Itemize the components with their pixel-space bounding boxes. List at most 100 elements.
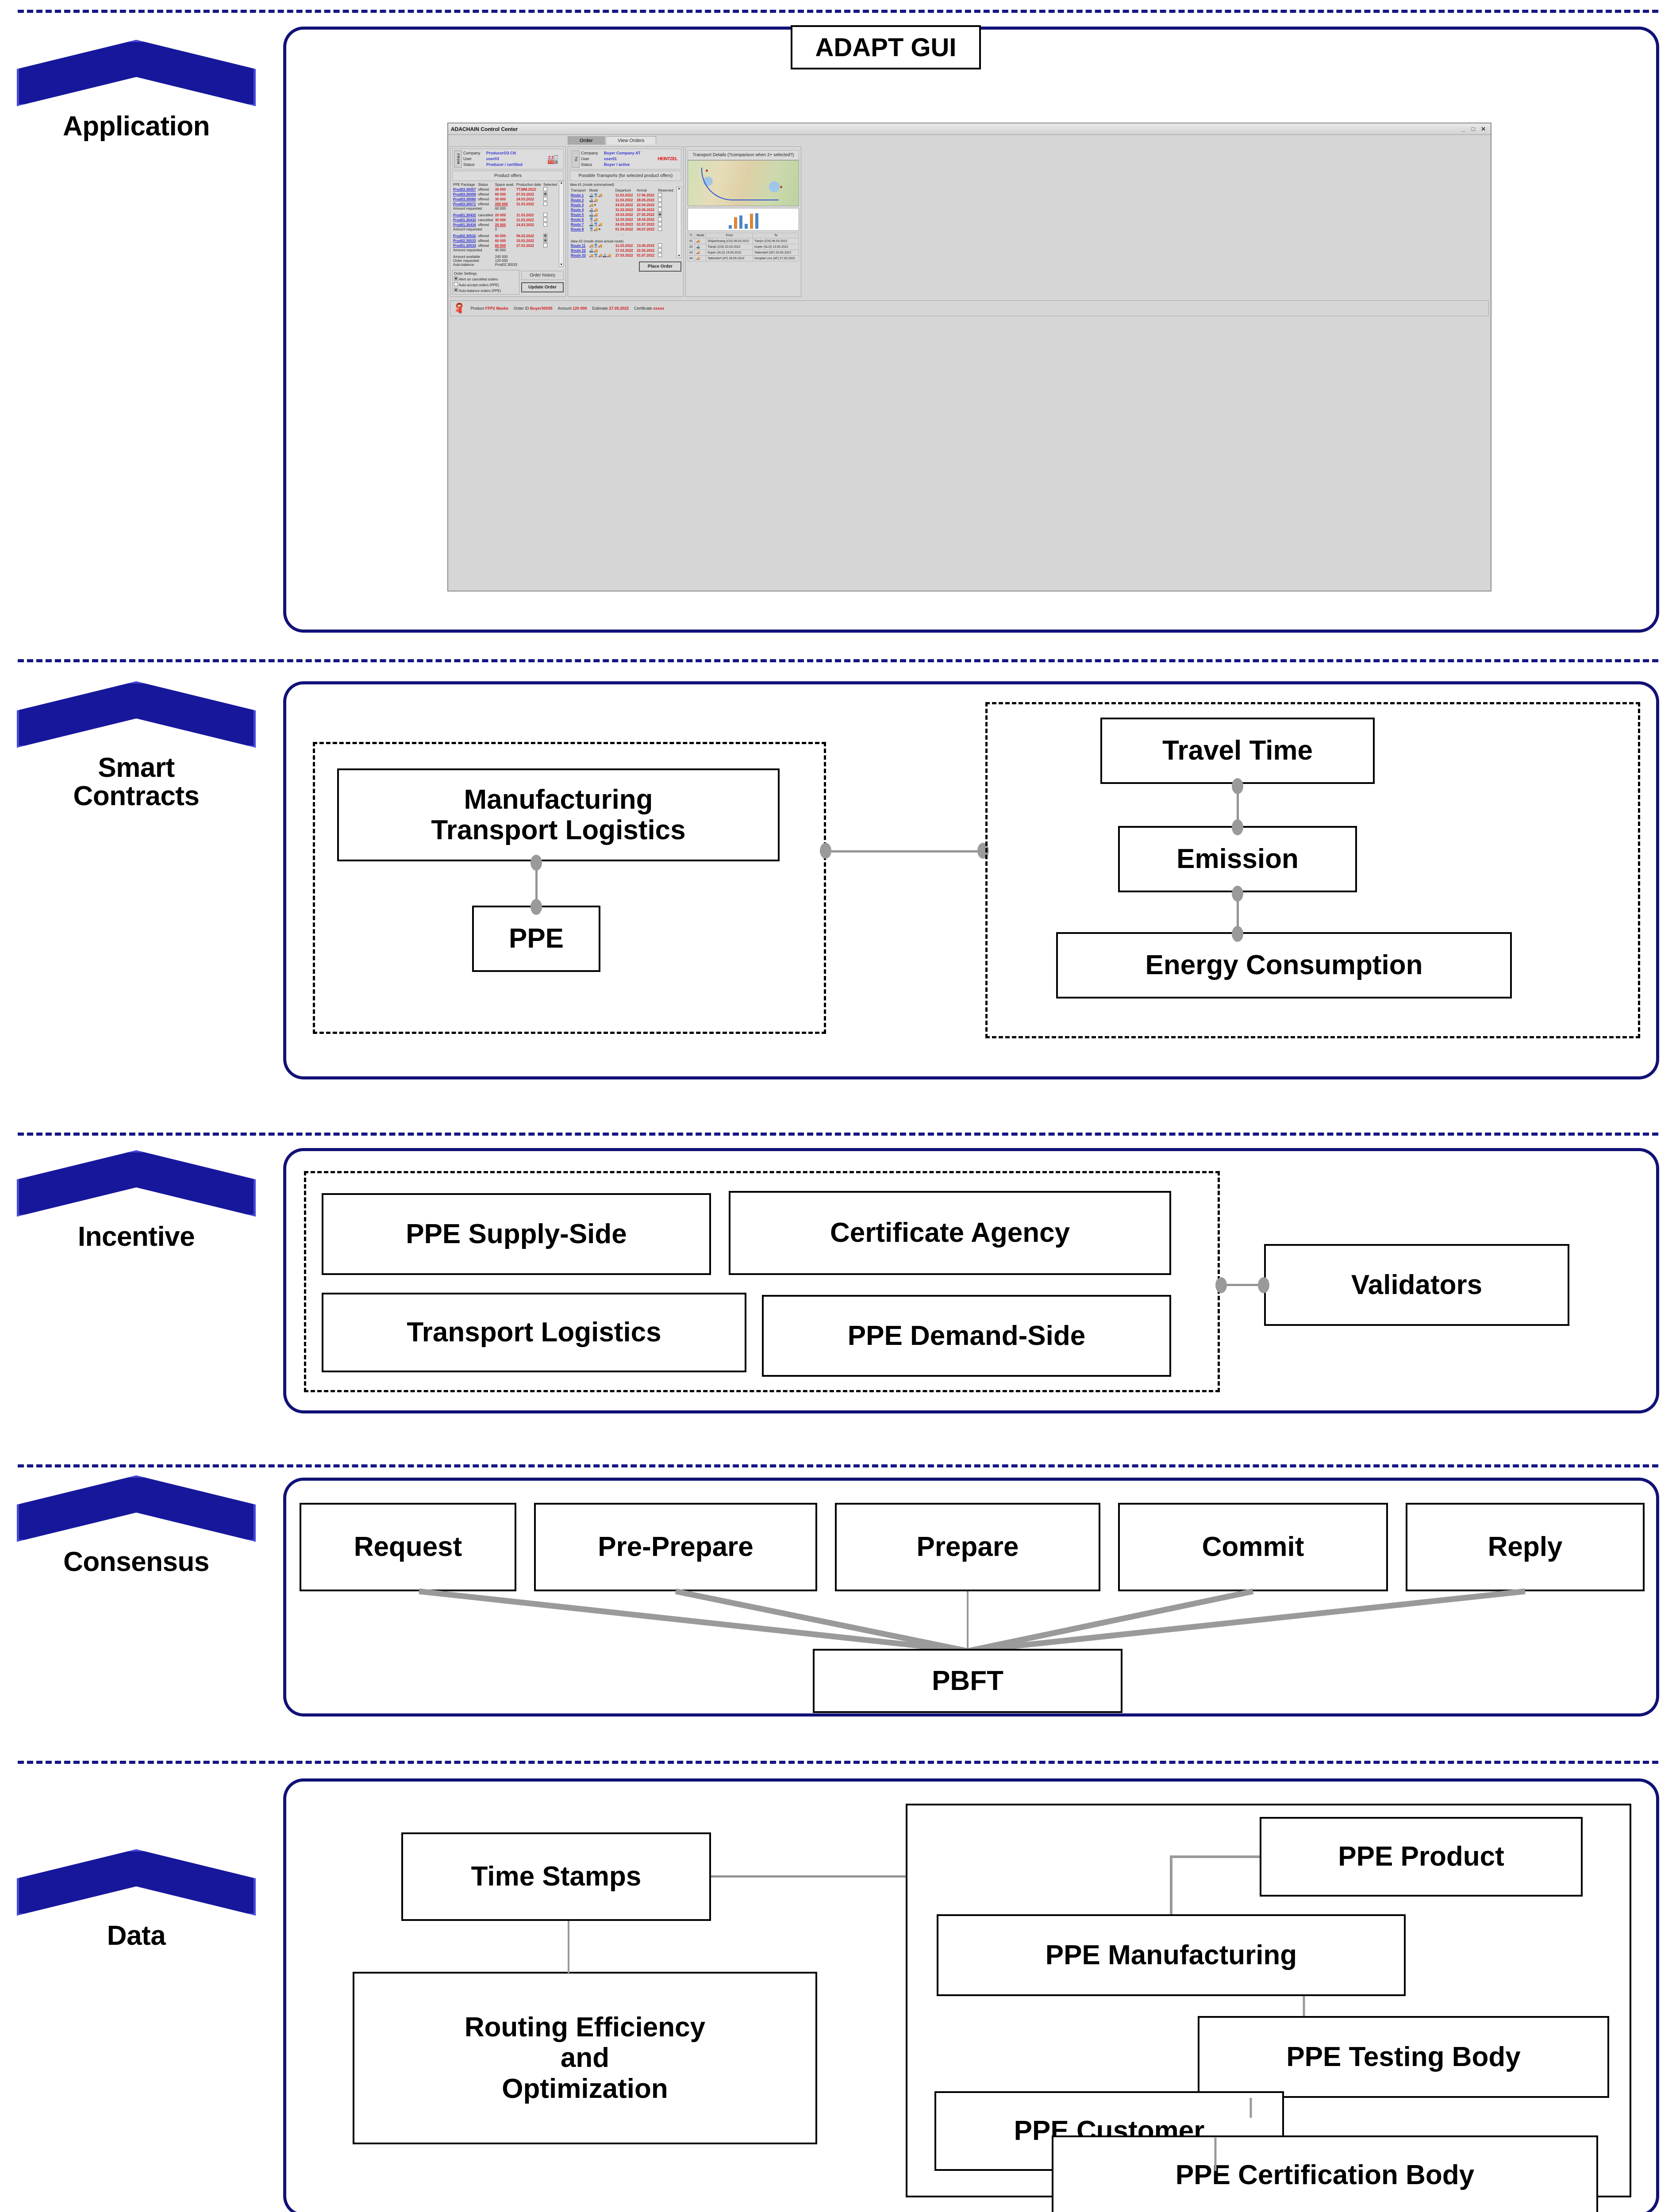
- table-row[interactable]: Route 1 🚢🚆🚚 11.03.2022 17.06.2022: [570, 193, 676, 198]
- window-controls[interactable]: _ □ ✕: [1462, 125, 1488, 132]
- node-energy-consumption[interactable]: Energy Consumption: [1056, 932, 1512, 998]
- table-row[interactable]: #2 🚢 Tianjin (CN) 20.03.2022 Koper (SLO)…: [688, 244, 799, 250]
- table-row[interactable]: #4 🚚 Tattendorf (AT) 26.05.2022 Hospital…: [688, 255, 799, 261]
- cell-route[interactable]: Route 11: [571, 244, 586, 248]
- node-commit[interactable]: Commit: [1118, 1503, 1388, 1591]
- node-ppe[interactable]: PPE: [472, 906, 600, 972]
- cell-checkbox[interactable]: [657, 203, 676, 207]
- cell-package[interactable]: Prod03.30059: [453, 192, 476, 197]
- tab-order[interactable]: Order: [568, 136, 605, 145]
- table-row[interactable]: Prod03.30059 offered 60 000 07.03.2022: [452, 192, 558, 197]
- cell-route[interactable]: Route 8: [571, 227, 584, 232]
- cell-checkbox[interactable]: [542, 243, 558, 248]
- node-ppe-manufacturing[interactable]: PPE Manufacturing: [937, 1914, 1406, 1996]
- cell-checkbox[interactable]: [542, 234, 558, 238]
- table-row[interactable]: Route 3 🚚✈ 24.03.2022 22.04.2022: [570, 203, 676, 207]
- cell-checkbox[interactable]: [657, 248, 676, 253]
- cell-checkbox[interactable]: [542, 202, 558, 207]
- node-ppe-testing-body[interactable]: PPE Testing Body: [1198, 2016, 1609, 2098]
- table-row[interactable]: Prod01.30534 offered 60 000 27.03.2022: [452, 243, 558, 248]
- node-ppe-supply-side[interactable]: PPE Supply-Side: [322, 1193, 711, 1275]
- table-row[interactable]: Route 4 🚢🚚 31.03.2022 30.06.2022: [570, 207, 676, 212]
- cell-package[interactable]: Prod01.30433: [453, 218, 476, 223]
- table-row[interactable]: Prod01.30432 cancelled 20 000 11.03.2022: [452, 213, 558, 218]
- table-row[interactable]: #3 🚚 Koper (SLO) 18.05.2022 Tattendorf (…: [688, 250, 799, 256]
- cell-checkbox[interactable]: [542, 223, 558, 227]
- node-pbft[interactable]: PBFT: [813, 1649, 1122, 1713]
- table-row[interactable]: Prod02.30533 offered 60 000 10.03.2022: [452, 238, 558, 243]
- cell-route[interactable]: Route 33: [571, 253, 586, 258]
- cell-package[interactable]: Prod02.30532: [453, 234, 476, 238]
- cell-checkbox[interactable]: [542, 197, 558, 202]
- table-row[interactable]: Prod03.30071 offered 200 000 31.03.2022: [452, 202, 558, 207]
- node-validators[interactable]: Validators: [1264, 1244, 1569, 1326]
- table-row[interactable]: Prod01.30433 cancelled 30 000 11.03.2022: [452, 218, 558, 223]
- node-prepare[interactable]: Prepare: [835, 1503, 1100, 1591]
- cell-package[interactable]: Prod01.30434: [453, 223, 476, 227]
- left-scrollbar[interactable]: ▲▼: [559, 181, 564, 267]
- tab-view-orders[interactable]: View Orders: [605, 136, 657, 145]
- table-row[interactable]: #1 🚚 Shijiazhuang (CN) 08.03.2022 Tianji…: [688, 238, 799, 244]
- cell-route[interactable]: Route 7: [571, 223, 584, 227]
- node-transport-logistics[interactable]: Transport Logistics: [322, 1293, 746, 1372]
- cell-checkbox[interactable]: [657, 207, 676, 212]
- mid-scrollbar[interactable]: ▲▼: [677, 187, 681, 258]
- table-row[interactable]: Route 2 🚢🚚 11.03.2022 28.05.2022: [570, 198, 676, 203]
- update-order-button[interactable]: Update Order: [521, 282, 564, 293]
- cell-checkbox[interactable]: [542, 218, 558, 223]
- cell-route[interactable]: Route 4: [571, 208, 584, 212]
- to-side-tab[interactable]: TO: [572, 150, 580, 168]
- cell-route[interactable]: Route 1: [571, 193, 584, 198]
- table-row[interactable]: Route 5 🚢🚚 19.03.2022 27.05.2022: [570, 212, 676, 217]
- cell-checkbox[interactable]: [657, 243, 676, 248]
- from-side-tab[interactable]: FROM: [454, 150, 462, 168]
- table-row[interactable]: Prod02.30532 offered 60 000 06.03.2022: [452, 234, 558, 238]
- cell-checkbox[interactable]: [657, 212, 676, 217]
- table-row[interactable]: Prod01.30434 offered 20 000 24.03.2022: [452, 223, 558, 227]
- cell-checkbox[interactable]: [657, 253, 676, 258]
- cell-route[interactable]: Route 3: [571, 203, 584, 207]
- cell-checkbox[interactable]: [657, 217, 676, 222]
- node-ppe-product[interactable]: PPE Product: [1260, 1817, 1583, 1897]
- cell-route[interactable]: Route 5: [571, 213, 584, 217]
- cell-checkbox[interactable]: [657, 227, 676, 232]
- setting-row[interactable]: Alert on cancelled orders: [454, 276, 518, 281]
- cell-checkbox[interactable]: [542, 238, 558, 243]
- adacchain-control-center-window[interactable]: ADACHAIN Control Center _ □ ✕ Order View…: [447, 123, 1491, 591]
- table-row[interactable]: Route 8 🚆🚚✈ 01.04.2022 04.07.2022: [570, 227, 676, 232]
- node-travel-time[interactable]: Travel Time: [1100, 718, 1375, 784]
- node-pre-prepare[interactable]: Pre-Prepare: [534, 1503, 817, 1591]
- table-row[interactable]: Prod03.30060 offered 30 000 24.03.2022: [452, 197, 558, 202]
- table-row[interactable]: Route 11 🚚🚆🚚 11.03.2022 13.06.2022: [570, 243, 676, 248]
- cell-checkbox[interactable]: [657, 198, 676, 203]
- cell-route[interactable]: Route 6: [571, 218, 584, 222]
- node-ppe-certification-body[interactable]: PPE Certification Body: [1052, 2135, 1598, 2212]
- node-ppe-demand-side[interactable]: PPE Demand-Side: [762, 1295, 1171, 1377]
- table-row[interactable]: Route 22 🚢🚚 17.03.2022 22.05.2022: [570, 248, 676, 253]
- cell-checkbox[interactable]: [542, 192, 558, 197]
- setting-row[interactable]: Auto-balance orders (PPE): [454, 288, 518, 293]
- cell-checkbox[interactable]: [657, 222, 676, 227]
- cell-package[interactable]: Prod03.30071: [453, 202, 476, 207]
- order-history-button[interactable]: Order history: [521, 271, 564, 280]
- table-row[interactable]: Route 7 🚢🚆🚚 24.03.2022 01.07.2022: [570, 222, 676, 227]
- table-row[interactable]: Route 33 🚚🚆🚚🚢🚚 27.03.2022 01.07.2022: [570, 253, 676, 258]
- cell-route[interactable]: Route 22: [571, 249, 586, 253]
- cell-package[interactable]: Prod03.30060: [453, 197, 476, 202]
- cell-checkbox[interactable]: [657, 193, 676, 198]
- cell-checkbox[interactable]: [542, 213, 558, 218]
- cell-route[interactable]: Route 2: [571, 198, 584, 203]
- table-row[interactable]: Route 6 🚆🚚 12.03.2022 18.04.2022: [570, 217, 676, 222]
- cell-package[interactable]: Prod01.30432: [453, 213, 476, 218]
- cell-checkbox[interactable]: [542, 187, 558, 192]
- node-request[interactable]: Request: [300, 1503, 516, 1591]
- node-time-stamps[interactable]: Time Stamps: [401, 1832, 711, 1921]
- node-emission[interactable]: Emission: [1118, 826, 1357, 892]
- cell-package[interactable]: Prod01.30534: [453, 244, 476, 248]
- node-certificate-agency[interactable]: Certificate Agency: [729, 1191, 1171, 1275]
- place-order-button[interactable]: Place Order: [639, 261, 681, 272]
- cell-package[interactable]: Prod03.30057: [453, 188, 476, 192]
- cell-package[interactable]: Prod02.30533: [453, 239, 476, 243]
